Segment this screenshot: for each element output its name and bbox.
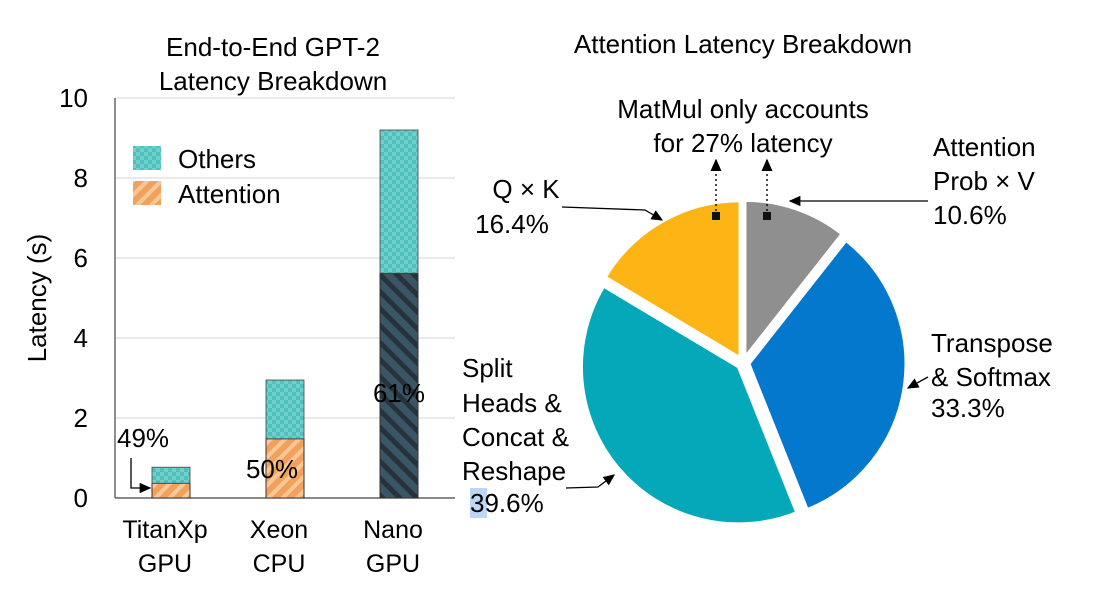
slice-label-transpose-line2: & Softmax (931, 362, 1051, 392)
y-axis-label: Latency (s) (22, 234, 52, 363)
slice-label-transpose-line1: Transpose (931, 328, 1053, 358)
callout-marker-qk (712, 212, 720, 220)
pie-slice (747, 238, 908, 512)
y-tick-label: 0 (74, 483, 88, 513)
slice-label-split-line4: Reshape (462, 456, 566, 486)
bar-others (265, 379, 305, 440)
bar-others (379, 129, 419, 274)
slice-pct-qk: 16.4% (475, 209, 549, 239)
transpose-arrow (906, 376, 929, 389)
callout-line2: for 27% latency (653, 128, 832, 158)
legend-swatch-attention (133, 181, 161, 205)
annotation-xeon: 50% (246, 454, 298, 484)
qk-arrow (561, 206, 664, 221)
callout-line1: MatMul only accounts (617, 94, 868, 124)
y-tick-label: 6 (74, 243, 88, 273)
annotation-titanxp: 49% (117, 423, 169, 453)
y-tick-label: 8 (74, 163, 88, 193)
slice-label-attnv-line1: Attention (933, 132, 1036, 162)
slice-label-split-line1: Split (462, 353, 513, 383)
pie-slices (579, 198, 908, 526)
annotation-nano: 61% (373, 378, 425, 408)
y-tick-label: 10 (59, 83, 88, 113)
x-tick-label-line2: CPU (253, 550, 306, 578)
legend-label-others: Others (178, 144, 256, 174)
bar-chart: End-to-End GPT-2 Latency Breakdown Laten… (22, 32, 455, 578)
callout-marker-attnv (763, 212, 771, 220)
slice-pct-attnv: 10.6% (933, 200, 1007, 230)
x-tick-label-line2: GPU (366, 550, 420, 578)
bars (151, 129, 419, 499)
slice-pct-split: 39.6% (470, 488, 544, 518)
x-tick-label-line1: Nano (363, 516, 423, 544)
x-tick-label-line1: TitanXp (122, 516, 207, 544)
y-tick-labels: 0 2 4 6 8 10 (59, 83, 88, 513)
bar-others (151, 466, 191, 484)
legend-label-attention: Attention (178, 179, 281, 209)
bar-attention (265, 438, 305, 499)
slice-label-attnv-line2: Prob × V (933, 166, 1036, 196)
pie-slice (603, 199, 742, 361)
pie-slice (743, 198, 845, 362)
text-selection-highlight (470, 488, 487, 518)
y-tick-label: 2 (74, 403, 88, 433)
pie-chart-title: Attention Latency Breakdown (574, 29, 912, 59)
legend-swatch-others (133, 146, 161, 170)
slice-pct-transpose: 33.3% (931, 393, 1005, 423)
y-tick-label: 4 (74, 323, 88, 353)
x-tick-label-line2: GPU (138, 550, 192, 578)
legend: Others Attention (133, 144, 281, 209)
x-tick-label-line1: Xeon (250, 516, 308, 544)
slice-label-split-line3: Concat & (462, 422, 569, 452)
slice-label-qk: Q × K (492, 174, 560, 204)
bar-attention (379, 272, 419, 499)
bar-chart-title-line2: Latency Breakdown (159, 66, 387, 96)
pie-chart: Attention Latency Breakdown MatMul only … (462, 29, 1053, 526)
bar-attention (151, 482, 191, 499)
split-arrow (565, 474, 616, 489)
slice-label-split-line2: Heads & (462, 388, 562, 418)
pie-slice (579, 284, 799, 526)
bar-chart-title-line1: End-to-End GPT-2 (166, 32, 380, 62)
annotation-titanxp-arrow (130, 458, 152, 494)
